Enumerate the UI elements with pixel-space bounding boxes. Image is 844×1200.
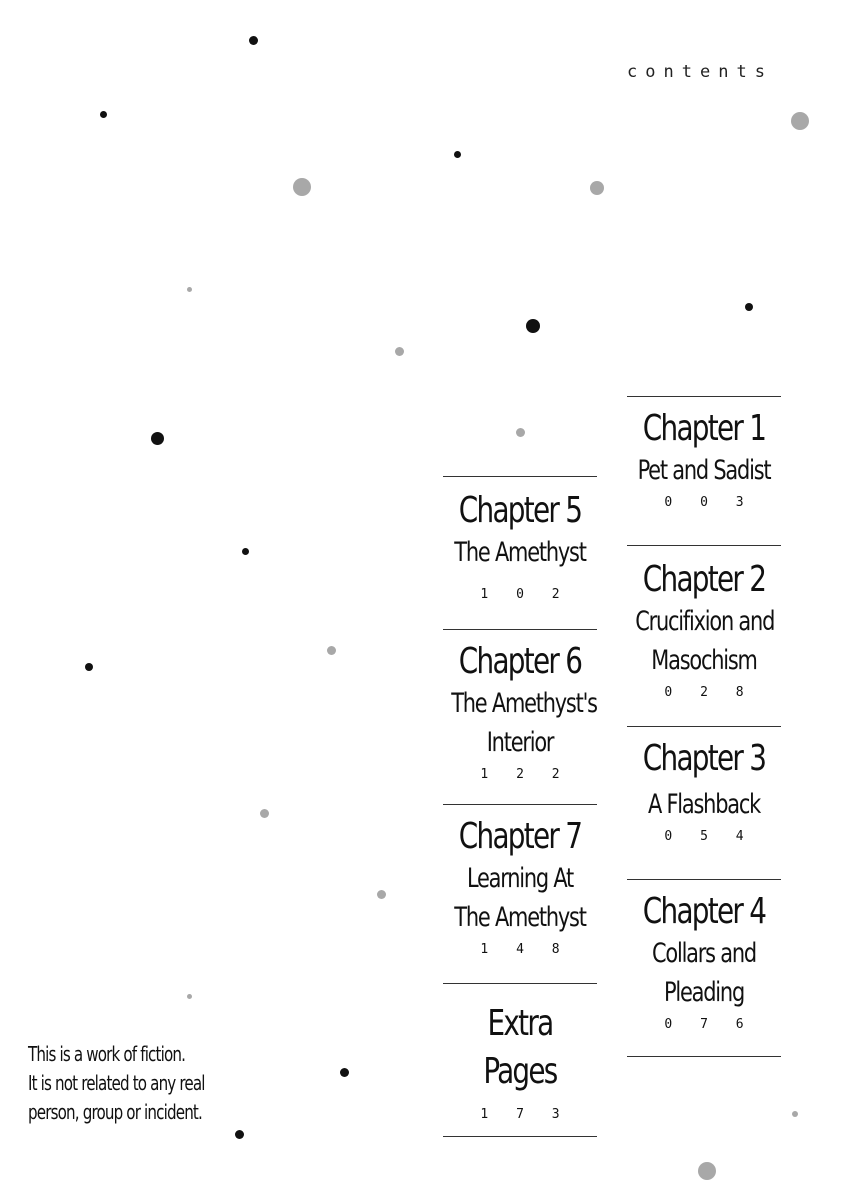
chapter-page-number: 0 5 4 [664, 829, 754, 844]
decorative-dot [234, 1129, 244, 1139]
chapter-title: Chapter 3 [642, 738, 767, 779]
chapter-title: Chapter 1 [642, 408, 767, 449]
decorative-dot [394, 346, 404, 356]
chapter-page-number: 1 0 2 [480, 587, 570, 602]
toc-right-column: Chapter 1 Pet and Sadist 0 0 3 Chapter 2… [624, 396, 784, 1057]
extra-pages-title: Pages [483, 1051, 558, 1092]
toc-divider [627, 396, 781, 397]
chapter-page-number: 1 4 8 [480, 942, 570, 957]
decorative-dot [745, 303, 753, 311]
toc-divider [627, 879, 781, 880]
chapter-subtitle: Learning At [466, 863, 574, 894]
disclaimer: This is a work of fiction. It is not rel… [28, 1040, 278, 1127]
chapter-page-number: 0 7 6 [664, 1017, 754, 1032]
decorative-dot [248, 35, 258, 45]
chapter-page-number: 0 2 8 [664, 685, 754, 700]
chapter-title: Chapter 2 [642, 559, 767, 600]
disclaimer-line: It is not related to any real [28, 1071, 205, 1095]
decorative-dot [186, 993, 192, 999]
chapter-title: Chapter 4 [642, 891, 767, 932]
decorative-dot [698, 1162, 716, 1180]
decorative-dot [526, 319, 540, 333]
chapter-title: Chapter 5 [458, 490, 583, 531]
decorative-dot [515, 427, 525, 437]
decorative-dot [792, 1111, 798, 1117]
decorative-dot [241, 547, 249, 555]
decorative-dot [99, 110, 107, 118]
decorative-dot [376, 889, 386, 899]
extra-pages-title: Extra [487, 1003, 555, 1044]
toc-entry-chapter-3[interactable]: Chapter 3 A Flashback 0 5 4 [624, 727, 784, 879]
chapter-subtitle: The Amethyst [454, 537, 587, 568]
toc-divider [443, 983, 597, 984]
chapter-subtitle: Masochism [651, 645, 758, 676]
decorative-dot [259, 808, 269, 818]
toc-divider [443, 1136, 597, 1137]
chapter-page-number: 1 2 2 [480, 767, 570, 782]
toc-entry-chapter-7[interactable]: Chapter 7 Learning At The Amethyst 1 4 8 [440, 805, 600, 983]
toc-divider [627, 1056, 781, 1057]
decorative-dot [791, 112, 809, 130]
toc-entry-chapter-4[interactable]: Chapter 4 Collars and Pleading 0 7 6 [624, 880, 784, 1056]
chapter-page-number: 0 0 3 [664, 495, 754, 510]
toc-divider [443, 804, 597, 805]
chapter-title: Chapter 6 [458, 641, 583, 682]
disclaimer-line: This is a work of fiction. [28, 1042, 186, 1066]
toc-entry-chapter-1[interactable]: Chapter 1 Pet and Sadist 0 0 3 [624, 397, 784, 545]
toc-entry-chapter-2[interactable]: Chapter 2 Crucifixion and Masochism 0 2 … [624, 546, 784, 726]
toc-divider [443, 476, 597, 477]
contents-heading: contents [627, 62, 773, 82]
toc-entry-chapter-5[interactable]: Chapter 5 The Amethyst 1 0 2 [440, 477, 600, 629]
toc-entry-extra-pages[interactable]: Extra Pages 1 7 3 [440, 984, 600, 1136]
decorative-dot [293, 178, 311, 196]
chapter-page-number: 1 7 3 [480, 1107, 570, 1122]
decorative-dot [453, 150, 461, 158]
chapter-subtitle: Interior [486, 727, 555, 758]
toc-divider [627, 726, 781, 727]
decorative-dot [339, 1067, 349, 1077]
chapter-subtitle: Pet and Sadist [637, 455, 772, 486]
chapter-subtitle: Collars and [652, 938, 757, 969]
chapter-subtitle: Crucifixion and [635, 606, 775, 637]
decorative-dot [150, 431, 164, 445]
decorative-dot [186, 286, 192, 292]
toc-divider [627, 545, 781, 546]
chapter-subtitle: The Amethyst [454, 902, 587, 933]
decorative-dot [590, 181, 604, 195]
toc-left-column: Chapter 5 The Amethyst 1 0 2 Chapter 6 T… [440, 476, 600, 1137]
disclaimer-line: person, group or incident. [28, 1100, 203, 1124]
chapter-subtitle: Pleading [663, 977, 745, 1008]
chapter-title: Chapter 7 [458, 816, 583, 857]
decorative-dot [326, 645, 336, 655]
chapter-subtitle: A Flashback [647, 789, 761, 820]
toc-entry-chapter-6[interactable]: Chapter 6 The Amethyst's Interior 1 2 2 [440, 630, 600, 804]
decorative-dot [85, 663, 93, 671]
chapter-subtitle: The Amethyst's [451, 688, 598, 719]
toc-divider [443, 629, 597, 630]
